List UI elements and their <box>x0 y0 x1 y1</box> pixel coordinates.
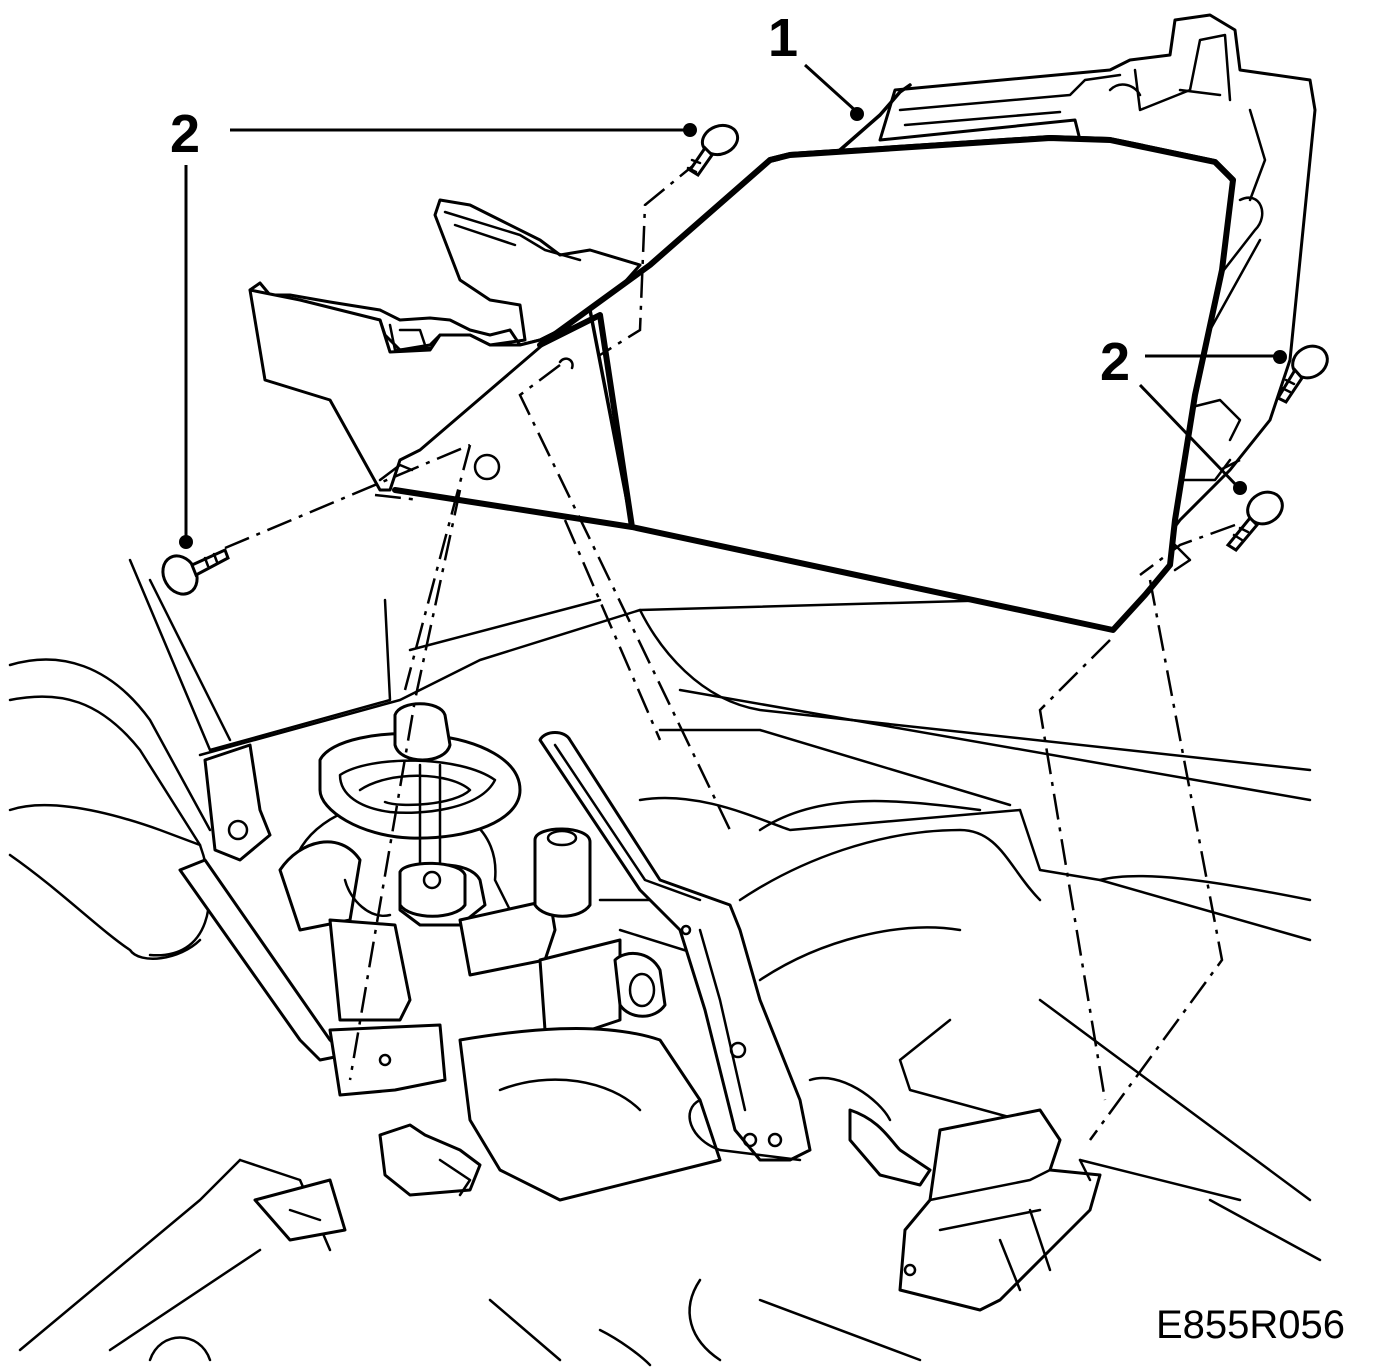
screw-right-upper <box>1275 344 1329 404</box>
centre-console-panel-top-lip <box>767 135 1236 183</box>
screw-icon <box>700 123 740 157</box>
screw-left <box>161 547 230 596</box>
figure-id: E855R056 <box>1156 1303 1345 1347</box>
callout-2-top: 2 <box>170 104 200 164</box>
callout-2-right: 2 <box>1100 332 1130 392</box>
handbrake-lever <box>538 731 932 1187</box>
tunnel-hardware <box>178 743 722 1242</box>
callout-1: 1 <box>768 8 798 68</box>
screw-top <box>686 123 740 178</box>
floor-tunnel <box>8 558 1322 1367</box>
gear-shift-lever <box>318 702 592 918</box>
rear-bracket <box>898 1108 1102 1312</box>
assembly-guide-lines <box>224 159 1241 1141</box>
leader-lines <box>179 63 1287 549</box>
screw-right-lower <box>1225 490 1284 552</box>
console-front-bracket <box>248 198 642 492</box>
centre-console-panel-front-edge <box>588 308 634 529</box>
